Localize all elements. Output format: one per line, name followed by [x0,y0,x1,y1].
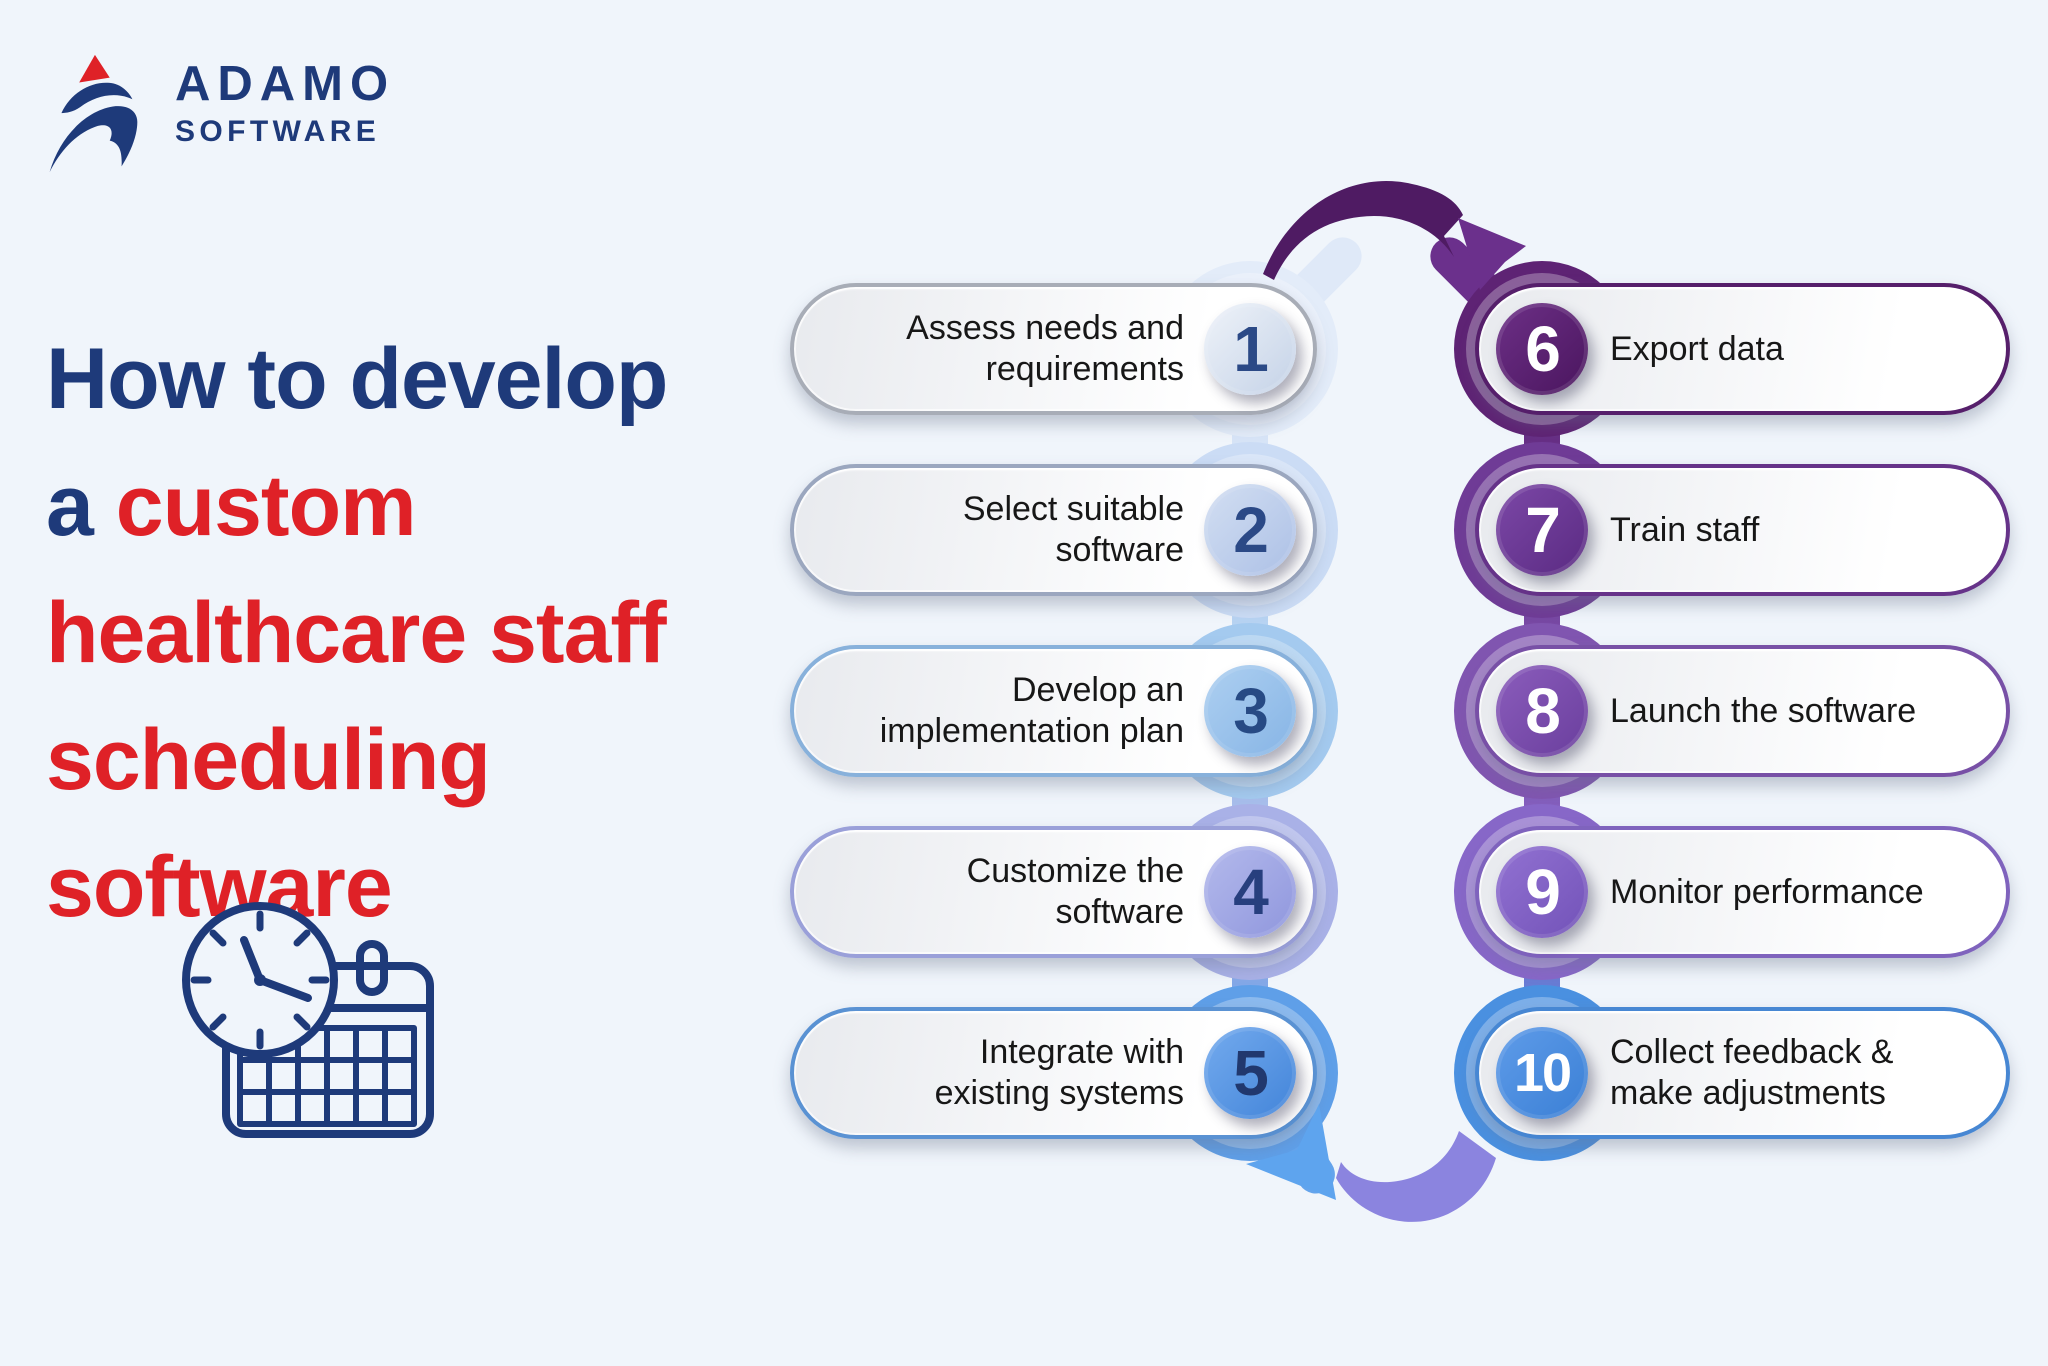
step-pill [790,283,1317,415]
step-label: Train staff [1610,510,1760,549]
step-number-badge: 10 [1496,1027,1588,1119]
step-label: Monitor performance [1610,872,1924,911]
title-line: scheduling [46,712,491,808]
step-number: 3 [1233,675,1269,747]
step-number: 2 [1233,494,1269,566]
step-number: 4 [1233,856,1269,928]
step-number: 7 [1525,494,1561,566]
process-step: Launch the software 8 [1454,617,2010,805]
process-step: Assess needs and requirements 1 [790,255,1338,443]
adamo-logo: ADAMO SOFTWARE [35,40,495,190]
step-number: 10 [1513,1043,1572,1103]
title-line: How to develop [46,331,668,427]
step-label: Customize the software [966,852,1184,931]
step-number: 1 [1233,313,1269,385]
step-label: Launch the software [1610,691,1917,730]
process-step: Customize the software 4 [790,798,1338,986]
logo-name: ADAMO [175,57,396,111]
step-pill [790,645,1317,777]
process-step: Monitor performance 9 [1454,798,2010,986]
step-number-badge: 8 [1496,665,1588,757]
step-number-badge: 6 [1496,303,1588,395]
process-step: Collect feedback & make adjustments 10 [1454,979,2010,1167]
step-number: 8 [1525,675,1561,747]
title-line: healthcare staff [46,585,667,681]
step-label: Integrate with existing systems [934,1033,1184,1112]
step-number-badge: 7 [1496,484,1588,576]
calendar-clock-icon [182,902,434,1138]
step-number-badge: 2 [1204,484,1296,576]
step-label: Export data [1610,329,1784,368]
step-label: Collect feedback & make adjustments [1610,1033,1894,1112]
step-number-badge: 9 [1496,846,1588,938]
title-line: a custom [46,458,417,554]
process-step: Export data 6 [1454,255,2010,443]
step-number: 9 [1525,856,1561,928]
step-label: Assess needs and requirements [906,309,1184,388]
process-step: Train staff 7 [1454,436,2010,624]
step-number: 5 [1233,1037,1269,1109]
step-number-badge: 5 [1204,1027,1296,1119]
logo-text: ADAMO SOFTWARE [175,58,395,150]
page-title: How to develop a custom healthcare staff sc… [46,316,806,951]
step-label: Select suitable software [962,490,1184,569]
adamo-logo-mark-icon [49,54,138,173]
step-label: Develop an implementation plan [879,671,1184,750]
step-number-badge: 4 [1204,846,1296,938]
step-number-badge: 3 [1204,665,1296,757]
step-number: 6 [1525,313,1561,385]
step-number-badge: 1 [1204,303,1296,395]
process-step: Integrate with existing systems 5 [790,979,1338,1167]
process-step: Select suitable software 2 [790,436,1338,624]
process-step: Develop an implementation plan 3 [790,617,1338,805]
logo-subtitle: SOFTWARE [175,115,381,148]
